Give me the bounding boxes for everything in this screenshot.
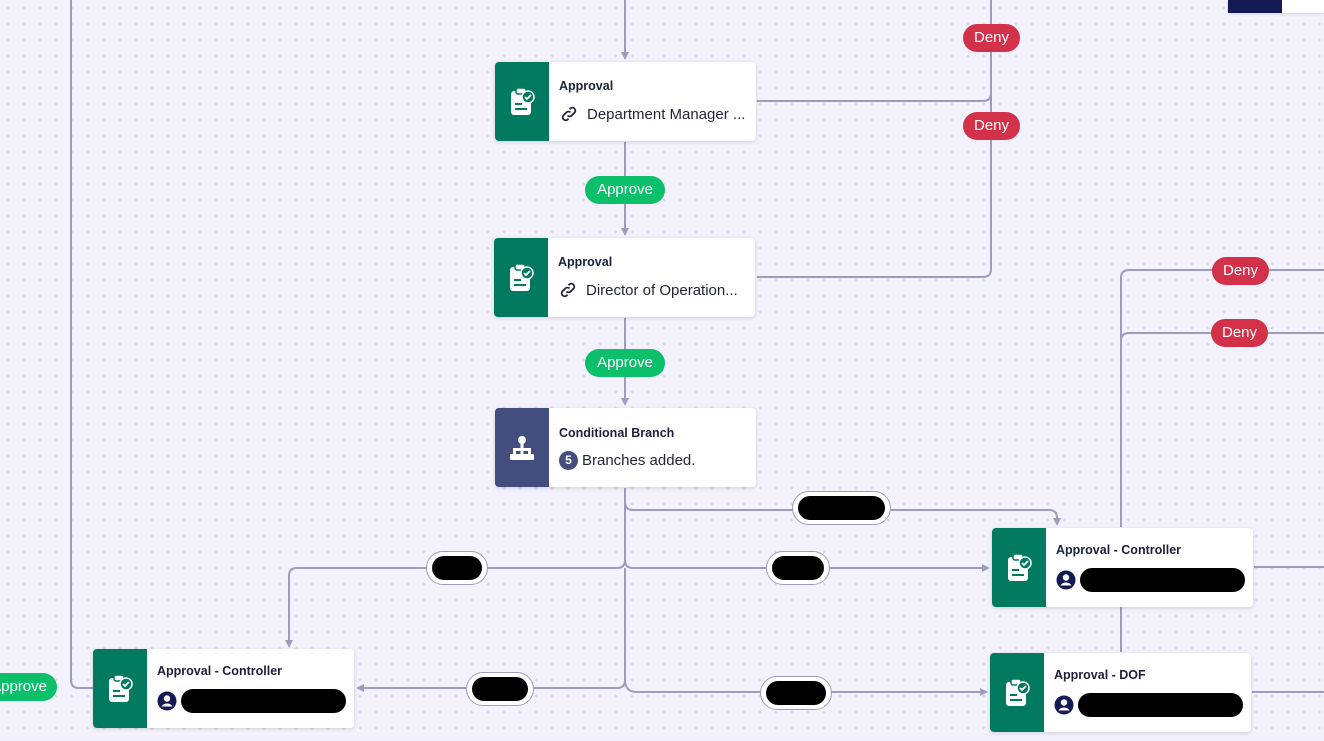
redacted-assignee <box>1080 568 1245 592</box>
link-icon <box>559 104 579 124</box>
approval-controller-node-left[interactable]: Approval - Controller <box>93 649 354 728</box>
approval-dof-node[interactable]: Approval - DOF <box>990 653 1251 732</box>
deny-label[interactable]: Deny <box>963 112 1020 140</box>
approve-label[interactable]: Approve <box>585 176 665 204</box>
edge-deny-right-2 <box>1120 332 1324 527</box>
approval-clipboard-icon <box>494 238 548 317</box>
node-title: Approval - DOF <box>1054 668 1146 682</box>
approval-controller-node-right[interactable]: Approval - Controller <box>992 528 1253 607</box>
deny-label[interactable]: Deny <box>1212 257 1269 285</box>
node-subtitle: Department Manager ... <box>587 105 746 123</box>
edge-left-vertical <box>70 0 93 689</box>
node-title: Conditional Branch <box>559 425 675 440</box>
user-icon <box>157 691 177 711</box>
approval-clipboard-icon <box>992 528 1046 607</box>
approval-clipboard-icon <box>990 653 1044 732</box>
user-icon <box>1054 695 1074 715</box>
approve-label-left[interactable]: Approve <box>0 673 57 701</box>
node-title: Approval <box>559 79 614 93</box>
approval-clipboard-icon <box>93 649 147 728</box>
node-title: Approval - Controller <box>157 664 283 678</box>
approval-node-department-manager[interactable]: Approval Department Manager ... <box>495 62 756 141</box>
offscreen-node-fragment[interactable] <box>1228 0 1324 13</box>
approve-label-text: Approve <box>0 678 47 695</box>
node-title: Approval <box>558 255 613 269</box>
user-icon <box>1056 570 1076 590</box>
branch-hierarchy-icon <box>495 408 549 487</box>
redacted-condition <box>772 556 824 580</box>
node-subtitle: Branches added. <box>582 451 696 469</box>
edge-branch-controller-left-2 <box>356 568 626 692</box>
branch-condition-label[interactable] <box>426 551 488 585</box>
edge-branch-dof <box>624 679 988 696</box>
branch-condition-label[interactable] <box>760 676 832 710</box>
branch-condition-label[interactable] <box>766 551 830 585</box>
conditional-branch-node[interactable]: Conditional Branch 5 Branches added. <box>495 408 756 487</box>
link-icon <box>558 280 578 300</box>
edge-branch-controller-left-1 <box>285 559 626 648</box>
redacted-assignee <box>1078 693 1243 717</box>
edge-deny-approval1 <box>757 0 992 102</box>
redacted-assignee <box>181 689 346 713</box>
redacted-condition <box>766 681 826 705</box>
branch-count-badge: 5 <box>559 450 578 470</box>
node-subtitle: Director of Operation... <box>586 281 738 299</box>
deny-label[interactable]: Deny <box>963 24 1020 52</box>
approve-label[interactable]: Approve <box>585 349 665 377</box>
redacted-condition <box>432 556 482 580</box>
deny-label[interactable]: Deny <box>1211 319 1268 347</box>
redacted-condition <box>798 496 885 520</box>
edge-deny-approval2 <box>757 93 992 278</box>
node-title: Approval - Controller <box>1056 543 1182 557</box>
edge-deny-right-1 <box>1120 269 1324 527</box>
redacted-condition <box>472 677 528 701</box>
offscreen-node-icon-area <box>1228 0 1282 13</box>
branch-condition-label[interactable] <box>466 672 534 706</box>
branch-condition-label[interactable] <box>792 491 891 525</box>
approval-clipboard-icon <box>495 62 549 141</box>
approval-node-director-of-operations[interactable]: Approval Director of Operation... <box>494 238 755 317</box>
